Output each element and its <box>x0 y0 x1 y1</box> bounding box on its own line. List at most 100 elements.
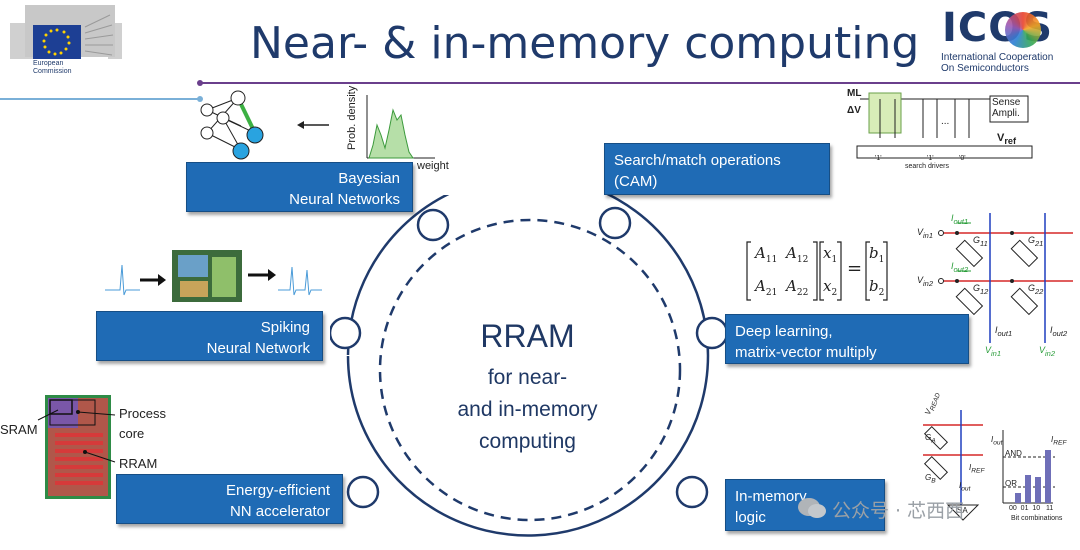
logic-circuit-icon <box>923 410 1055 521</box>
ring-node-spiking <box>330 316 362 350</box>
icos-o-icon <box>1005 12 1041 48</box>
iout1-bottom-i: I <box>995 325 998 335</box>
g21-label: G21 <box>1028 235 1043 248</box>
vin2-label: Vin2 <box>917 275 933 288</box>
gb-g: G <box>925 473 932 482</box>
chip-process-line1: Process <box>119 406 166 421</box>
eu-logo-line2: Commission <box>33 68 72 75</box>
a12-sub: 12 <box>796 255 809 265</box>
b2-text: b <box>869 277 879 295</box>
g22-sub: 22 <box>1035 286 1044 296</box>
center-title: RRAM <box>480 318 575 354</box>
cam-circuit-icon <box>856 92 1033 159</box>
x2-text: x <box>823 277 832 295</box>
chip-leader-lines <box>37 409 116 463</box>
matrix-b1: b1 <box>869 244 884 265</box>
cam-drivers-label: search drivers <box>905 163 949 170</box>
icos-subtitle: International Cooperation On Semiconduct… <box>941 52 1053 74</box>
iout1-top-label: Iout1 <box>951 213 968 226</box>
iref-i: I <box>969 463 972 472</box>
cam-vref-sub: ref <box>1004 136 1017 147</box>
vin2-sub: in2 <box>923 278 934 288</box>
ga-label: GA <box>925 433 936 445</box>
iout2-top-i: I <box>951 261 954 271</box>
g21-g: G <box>1028 235 1036 245</box>
iout-label: Iout <box>959 481 971 493</box>
ring-node-energy <box>346 475 380 509</box>
cam-line2: (CAM) <box>614 173 658 190</box>
prob-density-label: Prob. density <box>346 85 358 150</box>
or-label: OR <box>1005 479 1017 488</box>
cam-sense-line2: Ampli. <box>992 108 1020 119</box>
logic-line1: In-memory <box>735 488 807 505</box>
g11-g: G <box>973 235 981 245</box>
iref2-sub: REF <box>1053 439 1067 447</box>
eu-logo <box>10 5 125 80</box>
cam-vref-label: Vref <box>997 132 1016 146</box>
iref-sub: REF <box>971 467 985 475</box>
deep-line1: Deep learning, <box>735 323 833 340</box>
vin1-sub: in1 <box>923 230 934 240</box>
iout1-top-i: I <box>951 213 954 223</box>
eu-emblem-icon <box>10 5 122 59</box>
iout-sub: out <box>961 485 971 493</box>
ring-node-bayesian <box>416 208 450 242</box>
iref2-label: IREF <box>1051 435 1067 447</box>
sa-label: SA <box>957 506 968 515</box>
icos-subtitle-line1: International Cooperation <box>941 52 1054 63</box>
chip-process-line2: core <box>119 426 145 441</box>
g12-sub: 12 <box>980 286 989 296</box>
b1-sub: 1 <box>878 255 885 265</box>
deep-learning-box: Deep learning, matrix-vector multiply <box>725 314 969 364</box>
chip-sram-label: SRAM <box>0 422 38 437</box>
cam-bit-0: '0' <box>959 155 966 162</box>
cam-figure: ML ΔV Sense Ampli. Vref ... '1' '1' '0' … <box>845 88 1035 173</box>
arrow-left-icon <box>297 121 329 129</box>
cam-bit-1a: '1' <box>875 155 882 162</box>
weight-label: weight <box>417 160 449 172</box>
ring-node-cam <box>598 206 632 240</box>
bayesian-line1: Bayesian <box>338 170 400 187</box>
b1-text: b <box>869 244 879 262</box>
g22-label: G22 <box>1028 283 1043 296</box>
iout-axis-label: Iout <box>991 435 1003 447</box>
x2-sub: 2 <box>831 288 838 298</box>
page-title: Near- & in-memory computing <box>250 18 920 69</box>
x1-sub: 1 <box>831 255 838 265</box>
eu-logo-line1: European <box>33 60 64 67</box>
iout2-top-sub: out2 <box>953 264 969 274</box>
deep-line2: matrix-vector multiply <box>735 344 877 361</box>
and-label: AND <box>1005 449 1022 458</box>
vin1-bottom-label: Vin1 <box>985 345 1001 358</box>
logic-line2: logic <box>735 509 766 526</box>
chip-rram-label: RRAM <box>119 456 158 471</box>
cam-vref-v: V <box>997 132 1005 144</box>
bit-combinations-label: Bit combinations <box>1011 515 1063 522</box>
header-divider <box>0 80 1080 102</box>
iout2-top-label: Iout2 <box>951 261 968 274</box>
energy-line2: NN accelerator <box>229 503 330 520</box>
a22-sub: 22 <box>796 288 809 298</box>
spiking-line1: Spiking <box>260 319 310 336</box>
iout2-bottom-i: I <box>1050 325 1053 335</box>
matrix-equation: A11 A12 A21 A22 x1 x2 = b1 b2 <box>745 240 890 302</box>
spiking-box: Spiking Neural Network <box>96 311 323 361</box>
icos-subtitle-line2: On Semiconductors <box>941 63 1029 74</box>
g12-label: G12 <box>973 283 988 296</box>
ring-node-logic <box>675 475 709 509</box>
logic-figure: VREAD GA GB IREF Iout SA Iout IREF AND O… <box>893 392 1078 545</box>
a11-text: A <box>755 244 766 262</box>
matrix-x2: x2 <box>823 277 837 298</box>
matrix-equals: = <box>847 258 863 279</box>
iout2-bottom-label: Iout2 <box>1050 325 1067 338</box>
a11-sub: 11 <box>765 255 778 265</box>
vin2-v: V <box>917 275 924 285</box>
vin1-bottom-sub: in1 <box>991 348 1002 358</box>
cam-line1: Search/match operations <box>614 152 781 169</box>
iout-i: I <box>959 481 962 490</box>
energy-line1: Energy-efficient <box>226 482 330 499</box>
iout2-bottom-sub: out2 <box>1052 328 1068 338</box>
chip-process-label: Process core <box>119 404 166 444</box>
vin1-bottom-v: V <box>985 345 992 355</box>
cam-dots: ... <box>941 116 950 127</box>
